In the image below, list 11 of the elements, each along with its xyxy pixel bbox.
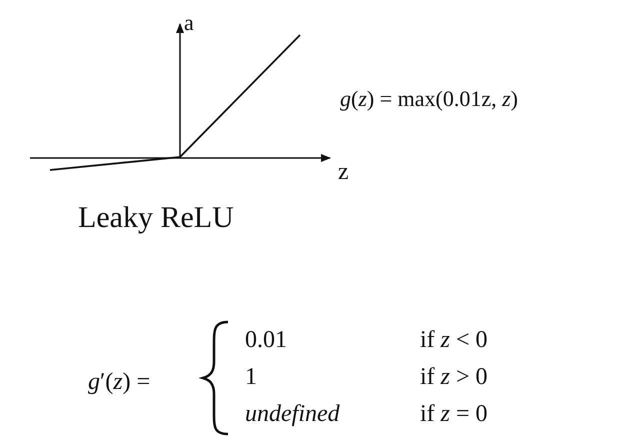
case-condition: if z < 0 — [420, 328, 488, 352]
case-value: 1 — [245, 365, 257, 389]
axis-label: z — [338, 160, 349, 184]
case-condition: if z > 0 — [420, 365, 488, 389]
case-value: undefined — [245, 402, 340, 426]
derivative-formula: g′(z) = — [88, 370, 150, 394]
function-formula: g(z) = max(0.01z, z) — [340, 88, 518, 110]
case-value: 0.01 — [245, 328, 287, 352]
case-condition: if z = 0 — [420, 402, 488, 426]
plot-caption: Leaky ReLU — [78, 203, 234, 233]
axis-label: a — [184, 12, 194, 34]
